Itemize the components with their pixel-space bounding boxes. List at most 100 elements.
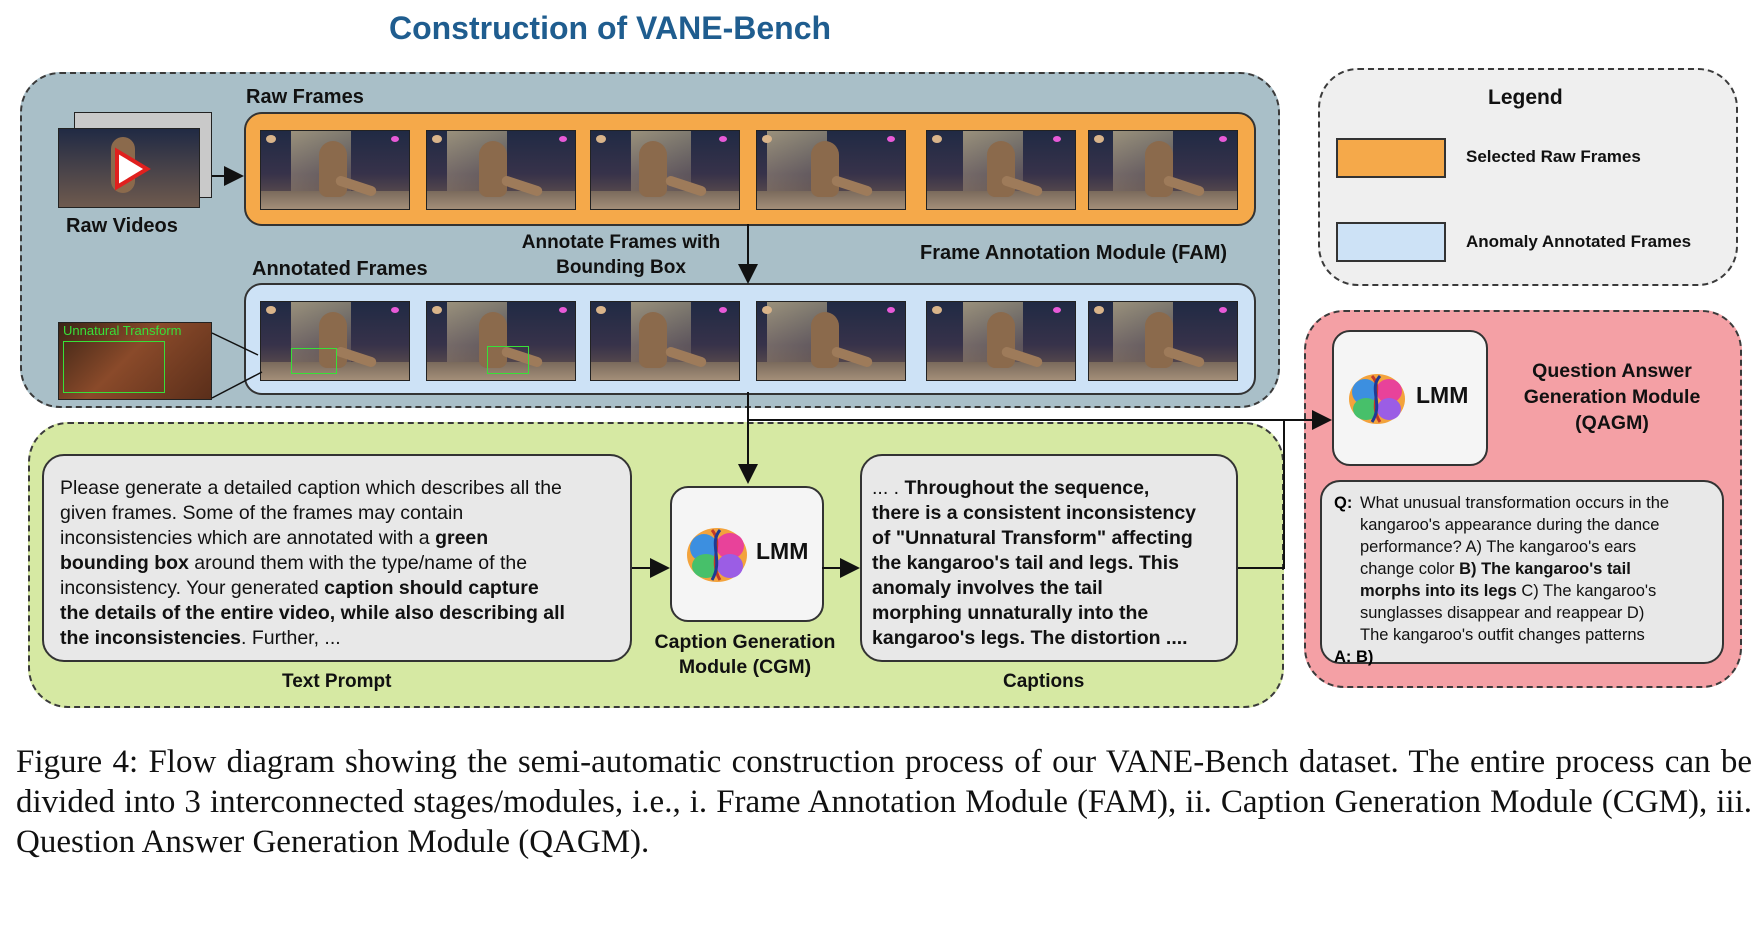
raw-frame — [926, 130, 1076, 210]
text-prompt-line: bounding box around them with the type/n… — [60, 551, 630, 576]
raw-frame — [590, 130, 740, 210]
cgm-module-line2: Module (CGM) — [678, 656, 812, 678]
text-prompt-segment: Please generate a detailed caption which… — [60, 477, 562, 499]
qagm-module-line3: (QAGM) — [1575, 412, 1649, 434]
annotated-frame — [260, 301, 410, 381]
captions-segment: of "Unnatural Transform" affecting — [872, 527, 1193, 549]
question-segment: morphs into its legs — [1360, 582, 1517, 600]
legend-item-annotated: Anomaly Annotated Frames — [1466, 232, 1692, 251]
raw-frame — [426, 130, 576, 210]
raw-videos-label: Raw Videos — [66, 215, 178, 237]
text-prompt-line: the details of the entire video, while a… — [60, 601, 630, 626]
raw-video-thumbnail — [58, 128, 200, 208]
diagram-title: Construction of VANE-Bench — [388, 10, 832, 46]
captions-line: the kangaroo's tail and legs. This — [872, 551, 1236, 576]
cgm-lmm-label: LMM — [756, 538, 809, 564]
annotate-step-label: Annotate Frames with Bounding Box — [516, 230, 726, 280]
text-prompt-line: the inconsistencies. Further, ... — [60, 626, 630, 651]
anomaly-zoom-inset: Unnatural Transform — [58, 322, 212, 400]
question-segment: C) The kangaroo's — [1516, 582, 1657, 600]
raw-frame — [260, 130, 410, 210]
captions-line: anomaly involves the tail — [872, 576, 1236, 601]
text-prompt-line: Please generate a detailed caption which… — [60, 476, 630, 501]
captions-line: there is a consistent inconsistency — [872, 501, 1236, 526]
text-prompt-segment: green — [435, 527, 489, 549]
brain-dna-icon — [687, 528, 747, 582]
text-prompt-segment: . Further, ... — [240, 627, 341, 649]
text-prompt-label: Text Prompt — [282, 671, 392, 692]
question-line: morphs into its legs C) The kangaroo's — [1360, 580, 1669, 602]
text-prompt-line: inconsistencies which are annotated with… — [60, 526, 630, 551]
text-prompt-segment: inconsistency. Your generated — [60, 577, 325, 599]
text-prompt-bubble: Please generate a detailed caption which… — [42, 454, 632, 662]
qagm-lmm-label: LMM — [1416, 382, 1469, 408]
captions-segment: the kangaroo's tail and legs. This — [872, 552, 1179, 574]
qa-bubble: Q: What unusual transformation occurs in… — [1320, 480, 1724, 666]
qagm-lmm-box: LMM — [1332, 330, 1488, 466]
question-marker: Q: — [1334, 494, 1353, 512]
text-prompt-segment: caption should capture — [324, 577, 539, 599]
text-prompt-segment: given frames. Some of the frames may con… — [60, 502, 464, 524]
legend-swatch-raw — [1336, 138, 1446, 178]
annotated-frame — [926, 301, 1076, 381]
text-prompt-segment: around them with the type/name of the — [188, 552, 528, 574]
annotated-frame — [1088, 301, 1238, 381]
question-segment: The kangaroo's outfit changes patterns — [1360, 626, 1645, 644]
zoom-line-bottom — [211, 371, 263, 399]
captions-segment: ... . — [872, 477, 905, 499]
question-segment: change color — [1360, 560, 1460, 578]
question-line: sunglasses disappear and reappear D) — [1360, 602, 1669, 624]
annotated-frames-label: Annotated Frames — [252, 258, 428, 280]
annotated-frame — [426, 301, 576, 381]
captions-segment: anomaly involves the tail — [872, 577, 1103, 599]
text-prompt-body: Please generate a detailed caption which… — [60, 476, 630, 651]
captions-label: Captions — [1003, 671, 1085, 692]
legend-title: Legend — [1488, 86, 1563, 109]
cgm-module-label: Caption Generation Module (CGM) — [640, 630, 850, 680]
captions-body: ... . Throughout the sequence,there is a… — [872, 476, 1236, 651]
question-segment: kangaroo's appearance during the dance — [1360, 516, 1660, 534]
text-prompt-segment: the details of the entire video, while a… — [60, 602, 565, 624]
figure-caption: Figure 4: Flow diagram showing the semi-… — [16, 744, 1752, 860]
question-text: What unusual transformation occurs in th… — [1360, 492, 1669, 646]
captions-segment: there is a consistent inconsistency — [872, 502, 1197, 524]
annotate-step-line2: Bounding Box — [556, 257, 686, 278]
question-line: kangaroo's appearance during the dance — [1360, 514, 1669, 536]
captions-line: morphing unnaturally into the — [872, 601, 1236, 626]
annotated-frames-strip — [244, 283, 1256, 395]
cgm-module-line1: Caption Generation — [654, 631, 836, 653]
zoom-line-top — [211, 332, 259, 356]
annotate-step-line1: Annotate Frames with — [521, 232, 721, 253]
raw-frames-label: Raw Frames — [246, 86, 364, 108]
qagm-module-line1: Question Answer — [1532, 360, 1692, 382]
question-segment: sunglasses disappear and reappear D) — [1360, 604, 1645, 622]
annotated-frame — [590, 301, 740, 381]
question-segment: What unusual transformation occurs in th… — [1360, 494, 1670, 512]
question-line: What unusual transformation occurs in th… — [1360, 492, 1669, 514]
question-line: change color B) The kangaroo's tail — [1360, 558, 1669, 580]
captions-segment: kangaroo's legs. The distortion .... — [872, 627, 1188, 649]
brain-dna-icon — [1349, 374, 1405, 424]
fam-module-label: Frame Annotation Module (FAM) — [920, 242, 1228, 264]
raw-frames-strip — [244, 112, 1256, 226]
text-prompt-line: given frames. Some of the frames may con… — [60, 501, 630, 526]
legend-item-raw: Selected Raw Frames — [1466, 147, 1641, 166]
captions-line: kangaroo's legs. The distortion .... — [872, 626, 1236, 651]
qagm-module-line2: Generation Module — [1523, 386, 1701, 408]
bounding-box — [63, 341, 165, 393]
question-line: performance? A) The kangaroo's ears — [1360, 536, 1669, 558]
question-segment: B) The kangaroo's tail — [1459, 560, 1631, 578]
text-prompt-segment: inconsistencies which are annotated with… — [60, 527, 436, 549]
play-icon — [115, 147, 151, 191]
cgm-lmm-box: LMM — [670, 486, 824, 622]
text-prompt-line: inconsistency. Your generated caption sh… — [60, 576, 630, 601]
text-prompt-segment: bounding box — [60, 552, 189, 574]
answer-text: A: B) — [1334, 648, 1374, 666]
raw-frame — [756, 130, 906, 210]
raw-frame — [1088, 130, 1238, 210]
question-segment: performance? A) The kangaroo's ears — [1360, 538, 1637, 556]
captions-bubble: ... . Throughout the sequence,there is a… — [860, 454, 1238, 662]
qagm-module-label: Question Answer Generation Module (QAGM) — [1496, 358, 1728, 436]
captions-line: ... . Throughout the sequence, — [872, 476, 1236, 501]
